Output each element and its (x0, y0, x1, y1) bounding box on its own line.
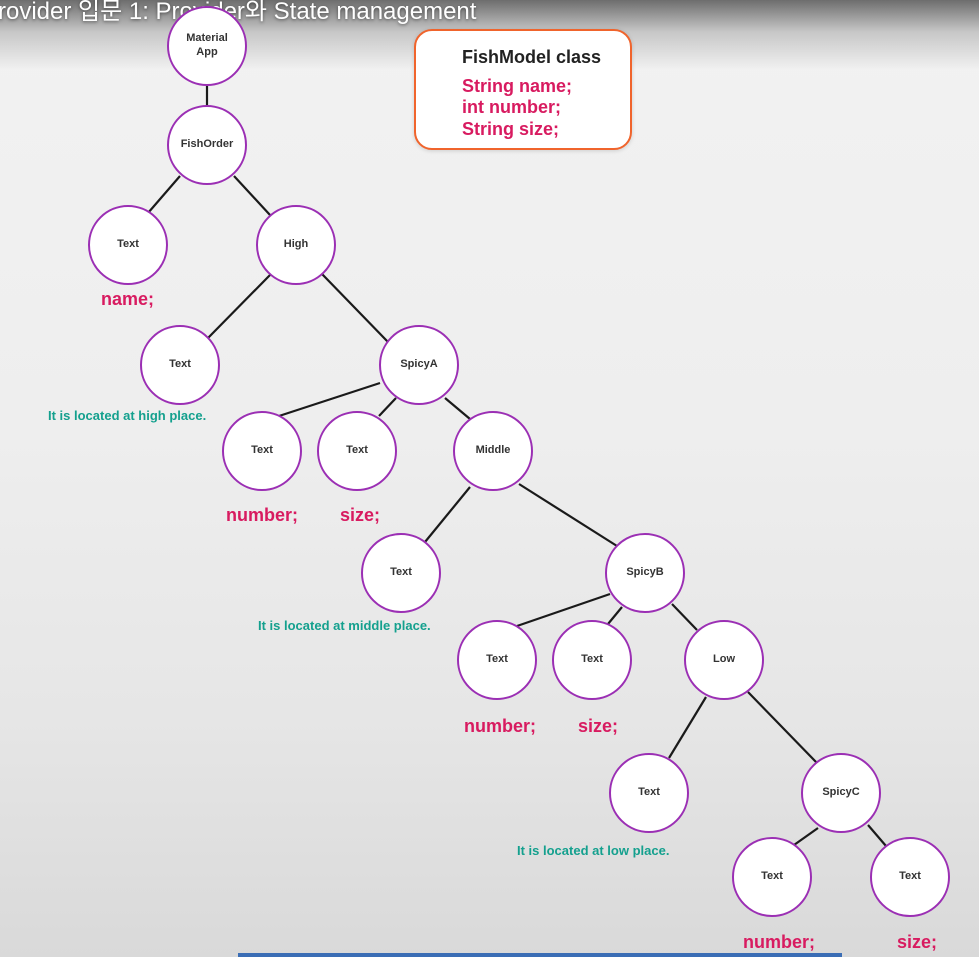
edge-spicyb-text-number (516, 592, 611, 628)
edge-spicya-text-number (278, 381, 381, 418)
note-middle: It is located at middle place. (258, 618, 431, 633)
note-low: It is located at low place. (517, 843, 670, 858)
edge-spicyc-text-number (793, 827, 819, 846)
edge-spicyc-text-size (867, 824, 887, 847)
node-spicy-b: SpicyB (605, 533, 685, 613)
label-c-size: size; (897, 932, 938, 952)
fishmodel-class-box: FishModel class String name; int number;… (414, 29, 632, 150)
node-material-app: Material App (167, 6, 247, 86)
edge-high-spicya (321, 273, 389, 343)
label-a-size: size; (340, 505, 381, 525)
class-field-size: String size; (462, 119, 560, 139)
edge-fishorder-high (233, 175, 271, 216)
node-spicy-c: SpicyC (801, 753, 881, 833)
node-text-c-size: Text (870, 837, 950, 917)
node-low: Low (684, 620, 764, 700)
node-text-a-number: Text (222, 411, 302, 491)
edge-spicyb-text-size (607, 606, 623, 625)
class-field-number: int number; (462, 97, 561, 117)
node-text-low: Text (609, 753, 689, 833)
node-text-b-size: Text (552, 620, 632, 700)
edge-fishorder-text (147, 175, 181, 214)
edge-low-spicyc (747, 691, 818, 764)
class-field-name: String name; (462, 76, 573, 96)
label-name: name; (101, 289, 155, 309)
edge-middle-text (424, 486, 471, 543)
node-spicy-a: SpicyA (379, 325, 459, 405)
edge-high-text (207, 274, 271, 339)
label-b-size: size; (578, 716, 619, 736)
node-high: High (256, 205, 336, 285)
edge-spicya-middle (444, 397, 471, 420)
node-text-middle: Text (361, 533, 441, 613)
node-text-b-number: Text (457, 620, 537, 700)
bottom-bar (238, 953, 842, 957)
note-high: It is located at high place. (48, 408, 207, 423)
label-a-number: number; (226, 505, 298, 525)
class-title: FishModel class (462, 47, 602, 67)
node-fish-order: FishOrder (167, 105, 247, 185)
edge-middle-spicyb (518, 483, 618, 547)
node-middle: Middle (453, 411, 533, 491)
label-c-number: number; (743, 932, 815, 952)
edge-spicya-text-size (378, 397, 397, 417)
edge-spicyb-low (671, 603, 698, 631)
label-b-number: number; (464, 716, 536, 736)
node-text-name: Text (88, 205, 168, 285)
node-text-a-size: Text (317, 411, 397, 491)
node-text-high: Text (140, 325, 220, 405)
edge-low-text (668, 696, 707, 759)
node-text-c-number: Text (732, 837, 812, 917)
